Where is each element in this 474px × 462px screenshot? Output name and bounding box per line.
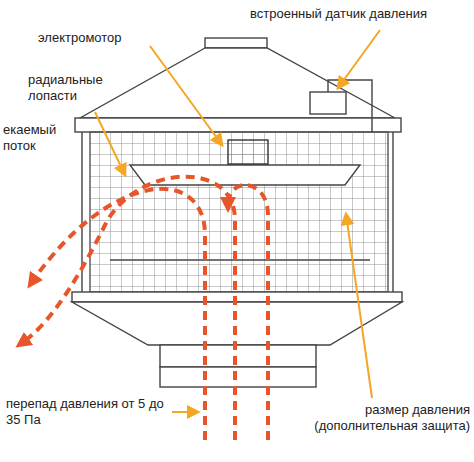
pressure-protection-label: размер давления (дополнительная защита) xyxy=(282,402,470,434)
motor-label: электромотор xyxy=(38,30,178,46)
flow-label: екаемый поток xyxy=(3,122,65,154)
sensor-label: встроенный датчик давления xyxy=(250,6,465,22)
blades-label: радиальные лопасти xyxy=(28,72,118,104)
pressure-drop-label: перепад давления от 5 до 35 Па xyxy=(6,396,171,428)
